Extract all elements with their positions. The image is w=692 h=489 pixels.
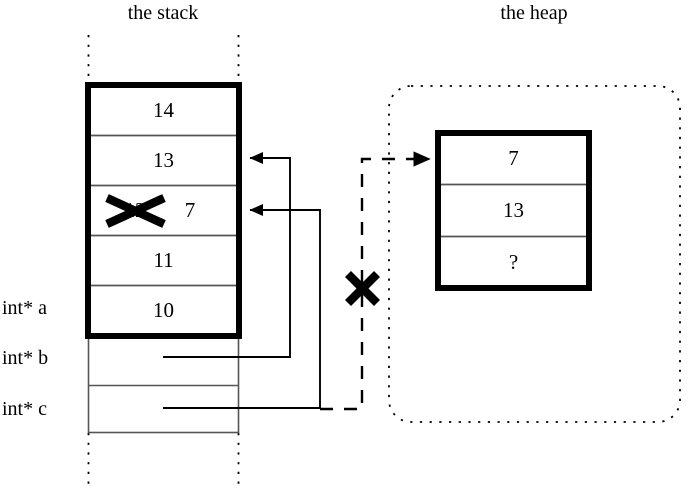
stack-title: the stack xyxy=(127,2,199,24)
heap-pointer-crossout-icon xyxy=(344,270,381,307)
stack-value-12-crossout-icon xyxy=(105,194,166,228)
heap-cell-value-2: ? xyxy=(508,250,519,274)
stack-cell-value-2-struck: 12 xyxy=(124,198,146,222)
stack-pointer-label-c: int* c xyxy=(2,398,47,420)
heap-title: the heap xyxy=(500,2,568,24)
stack-cell-value-1: 13 xyxy=(153,148,174,172)
stack-allocated-cells-group xyxy=(85,82,242,339)
stack-cell-value-0: 14 xyxy=(153,98,174,122)
heap-boundary xyxy=(388,85,681,423)
stack-cell-value-2-replacement: 7 xyxy=(184,198,196,222)
arrow-pointer-c-to-heap-dashed xyxy=(320,151,431,411)
stack-cell-value-4: 10 xyxy=(153,298,174,322)
stack-dotted-extension-bottom xyxy=(87,433,240,489)
stack-cell-value-3: 11 xyxy=(153,248,174,272)
stack-pointer-label-a: int* a xyxy=(2,297,47,319)
heap-cell-value-1: 13 xyxy=(503,198,524,222)
heap-cell-value-0: 7 xyxy=(508,146,519,170)
stack-dotted-extension-top xyxy=(87,35,240,85)
stack-pointer-cells-group xyxy=(87,335,240,434)
arrow-pointer-b-to-stack-13 xyxy=(163,151,291,358)
stack-pointer-label-b: int* b xyxy=(2,347,49,369)
heap-block xyxy=(435,130,592,291)
arrow-pointer-c-to-stack-12 xyxy=(163,203,321,409)
